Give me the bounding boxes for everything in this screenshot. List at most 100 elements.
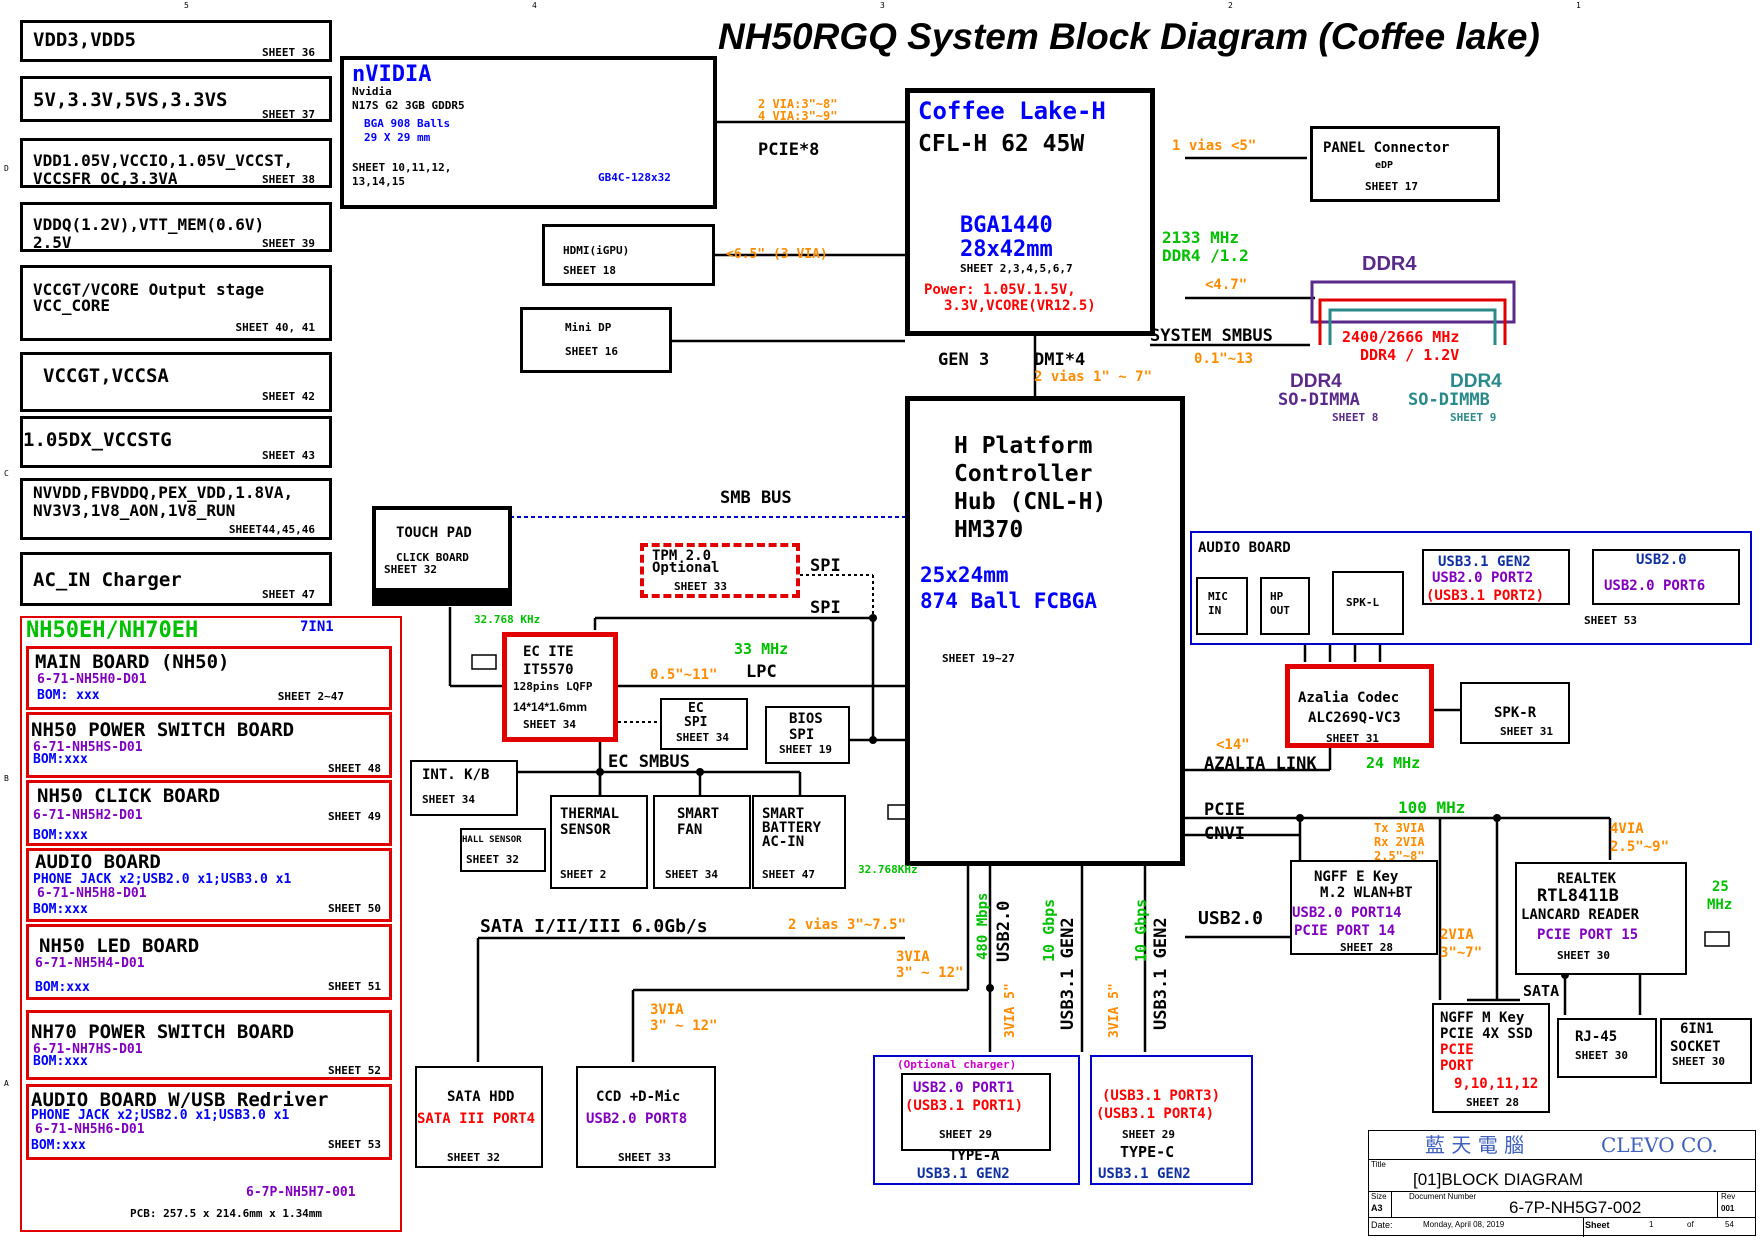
smart-fan-block: SMART FAN SHEET 34 bbox=[653, 795, 751, 889]
cpu-block: Coffee Lake-H CFL-H 62 45W BGA1440 28x42… bbox=[905, 88, 1155, 336]
spi-label: SPI bbox=[810, 556, 841, 576]
via-label: 3VIA 5" bbox=[1107, 983, 1122, 1038]
ccd-block: CCD +D-Mic USB2.0 PORT8 SHEET 33 bbox=[576, 1066, 716, 1168]
type-a-block: (Optional charger) USB2.0 PORT1 (USB3.1 … bbox=[873, 1055, 1080, 1185]
minidp-block: Mini DP SHEET 16 bbox=[520, 307, 672, 373]
pcie8-label: PCIE*8 bbox=[758, 140, 820, 160]
audio-codec-block: Azalia Codec ALC269Q-VC3 SHEET 31 bbox=[1285, 664, 1434, 748]
bios-spi-block: BIOS SPI SHEET 19 bbox=[765, 706, 850, 764]
realtek-block: REALTEK RTL8411B LANCARD READER PCIE POR… bbox=[1515, 862, 1687, 975]
hdmi-block: HDMI(iGPU) SHEET 18 bbox=[542, 224, 715, 286]
usb31-speed-label: 10 Gbps bbox=[1040, 898, 1058, 962]
pch-block: H Platform Controller Hub (CNL-H) HM370 … bbox=[905, 396, 1185, 866]
smart-battery-block: SMART BATTERY AC-IN SHEET 47 bbox=[752, 795, 846, 889]
gpu-via-label: 2 VIA:3"~8" bbox=[758, 97, 838, 111]
speaker-left-block: SPK-L bbox=[1332, 571, 1404, 635]
ec-smbus-label: EC SMBUS bbox=[608, 752, 690, 772]
via-label: 4VIA bbox=[1610, 821, 1644, 837]
hall-sensor-block: HALL SENSOR SHEET 32 bbox=[460, 828, 546, 872]
tpm-block: TPM 2.0 Optional SHEET 33 bbox=[640, 543, 800, 598]
frame-mark: 1 bbox=[1576, 1, 1581, 10]
power-box: VCCGT,VCCSA SHEET 42 bbox=[20, 352, 332, 412]
power-box: VDD1.05V,VCCIO,1.05V_VCCST, VCCSFR_OC,3.… bbox=[20, 138, 332, 188]
frame-mark: D bbox=[4, 164, 9, 173]
frame-mark: 5 bbox=[184, 1, 189, 10]
audio-usb-port: USB2.0 USB2.0 PORT6 bbox=[1592, 549, 1740, 605]
frame-mark: 2 bbox=[1228, 1, 1233, 10]
via-label: 3VIA 5" bbox=[1003, 983, 1018, 1038]
frame-mark: A bbox=[4, 1079, 9, 1088]
smb-bus-label: SMB BUS bbox=[720, 488, 792, 508]
mic-in-jack: MIC IN bbox=[1196, 577, 1248, 635]
pcie-clock-label: 100 MHz bbox=[1398, 798, 1466, 817]
frame-mark: B bbox=[4, 774, 9, 783]
ddr-speed2-label: 2400/2666 MHz bbox=[1342, 328, 1460, 346]
ddr4-label: DDR4 bbox=[1362, 253, 1417, 275]
azalia-clock-label: 24 MHz bbox=[1366, 754, 1421, 772]
board-item: MAIN BOARD (NH50) 6-71-NH5H0-D01 BOM: xx… bbox=[26, 646, 392, 710]
usb31-speed-label: 10 Gbps bbox=[1132, 898, 1150, 962]
board-item: NH70 POWER SWITCH BOARD 6-71-NH7HS-D01 B… bbox=[26, 1010, 392, 1080]
usb2-label: USB2.0 bbox=[994, 900, 1014, 962]
usb2-speed-label: 480 Mbps bbox=[975, 892, 991, 960]
panel-connector-block: PANEL Connector eDP SHEET 17 bbox=[1310, 126, 1500, 202]
via-label: 3VIA bbox=[650, 1002, 684, 1018]
rj45-block: RJ-45 SHEET 30 bbox=[1557, 1018, 1657, 1078]
pcie-label: PCIE bbox=[1204, 800, 1245, 820]
azalia-length-label: <14" bbox=[1216, 737, 1250, 753]
ec-crystal-label: 32.768 KHz bbox=[474, 613, 541, 626]
lpc-length-label: 0.5"~11" bbox=[650, 667, 718, 683]
azalia-link-label: AZALIA LINK bbox=[1204, 754, 1317, 774]
lpc-label: LPC bbox=[746, 662, 777, 682]
touchpad-block: TOUCH PAD CLICK BOARD SHEET 32 bbox=[372, 506, 512, 606]
thermal-sensor-block: THERMAL SENSOR SHEET 2 bbox=[550, 795, 648, 889]
rtc-crystal-label: 32.768KHz bbox=[858, 863, 918, 876]
gpu-via-label: 4 VIA:3"~9" bbox=[758, 109, 838, 123]
txrx-label: Tx 3VIA bbox=[1374, 821, 1425, 835]
board-pn: 6-7P-NH5H7-001 bbox=[246, 1185, 356, 1200]
via-label: 3VIA bbox=[896, 949, 930, 965]
gpu-block: nVIDIA Nvidia N17S G2 3GB GDDR5 BGA 908 … bbox=[340, 56, 717, 209]
txrx-label: Rx 2VIA bbox=[1374, 835, 1425, 849]
via-label: 2.5"~9" bbox=[1610, 839, 1670, 855]
power-box: 5V,3.3V,5VS,3.3VS SHEET 37 bbox=[20, 76, 332, 122]
card-socket-block: 6IN1 SOCKET SHEET 30 bbox=[1660, 1018, 1752, 1084]
power-box: VDD3,VDD5 SHEET 36 bbox=[20, 20, 332, 62]
board-list: NH50EH/NH70EH 7IN1 MAIN BOARD (NH50) 6-7… bbox=[20, 616, 402, 1232]
board-item: NH50 POWER SWITCH BOARD 6-71-NH5HS-D01 B… bbox=[26, 712, 392, 778]
company-chinese: 藍 天 電 腦 bbox=[1425, 1133, 1525, 1157]
pcb-size: PCB: 257.5 x 214.6mm x 1.34mm bbox=[130, 1207, 323, 1220]
sata-via-label: 2 vias 3"~7.5" bbox=[788, 917, 907, 933]
wlan-ngff-block: NGFF E Key M.2 WLAN+BT USB2.0 PORT14 PCI… bbox=[1290, 860, 1438, 955]
speaker-right-block: SPK-R SHEET 31 bbox=[1460, 682, 1570, 744]
document-number: 6-7P-NH5G7-002 bbox=[1509, 1198, 1642, 1217]
internal-keyboard-block: INT. K/B SHEET 34 bbox=[410, 760, 518, 816]
dmi-via-label: 2 vias 1" ~ 7" bbox=[1034, 369, 1153, 385]
lpc-clock-label: 33 MHz bbox=[734, 640, 789, 658]
cnvi-label: CNVI bbox=[1204, 824, 1245, 844]
board-item: AUDIO BOARD W/USB Redriver PHONE JACK x2… bbox=[26, 1084, 392, 1160]
ec-spi-block: EC SPI SHEET 34 bbox=[660, 698, 748, 750]
usb2-label: USB2.0 bbox=[1198, 908, 1264, 929]
board-item: AUDIO BOARD PHONE JACK x2;USB2.0 x1;USB3… bbox=[26, 848, 392, 922]
txrx-label: 2.5"~8" bbox=[1374, 849, 1425, 863]
realtek-clock-label: 25 bbox=[1712, 879, 1729, 895]
power-box: NVVDD,FBVDDQ,PEX_VDD,1.8VA, NV3V3,1V8_AO… bbox=[20, 478, 332, 540]
usb31-label: USB3.1 GEN2 bbox=[1058, 917, 1078, 1030]
page-title: NH50RGQ System Block Diagram (Coffee lak… bbox=[718, 16, 1540, 57]
ddr-speed-label: 2133 MHz bbox=[1162, 228, 1240, 247]
via-label: 3" ~ 12" bbox=[896, 965, 964, 981]
power-box: VCCGT/VCORE Output stage VCC_CORE SHEET … bbox=[20, 265, 332, 341]
ec-block: EC ITE IT5570 128pins LQFP 14*14*1.6mm S… bbox=[502, 632, 618, 742]
audio-board-block: AUDIO BOARD MIC IN HP OUT SPK-L USB3.1 G… bbox=[1190, 531, 1752, 645]
frame-mark: 4 bbox=[532, 1, 537, 10]
type-c-block: (USB3.1 PORT3) (USB3.1 PORT4) SHEET 29 T… bbox=[1090, 1055, 1253, 1185]
ddr-length-label: <4.7" bbox=[1205, 277, 1248, 293]
ddr-version2-label: DDR4 / 1.2V bbox=[1360, 346, 1460, 364]
panel-via-label: 1 vias <5" bbox=[1172, 138, 1257, 154]
gen3-label: GEN 3 bbox=[938, 350, 990, 370]
board-item: NH50 LED BOARD 6-71-NH5H4-D01 BOM:xxx SH… bbox=[26, 924, 392, 1000]
board-item: NH50 CLICK BOARD 6-71-NH5H2-D01 BOM:xxx … bbox=[26, 780, 392, 846]
sheet-title: [01]BLOCK DIAGRAM bbox=[1413, 1170, 1584, 1189]
